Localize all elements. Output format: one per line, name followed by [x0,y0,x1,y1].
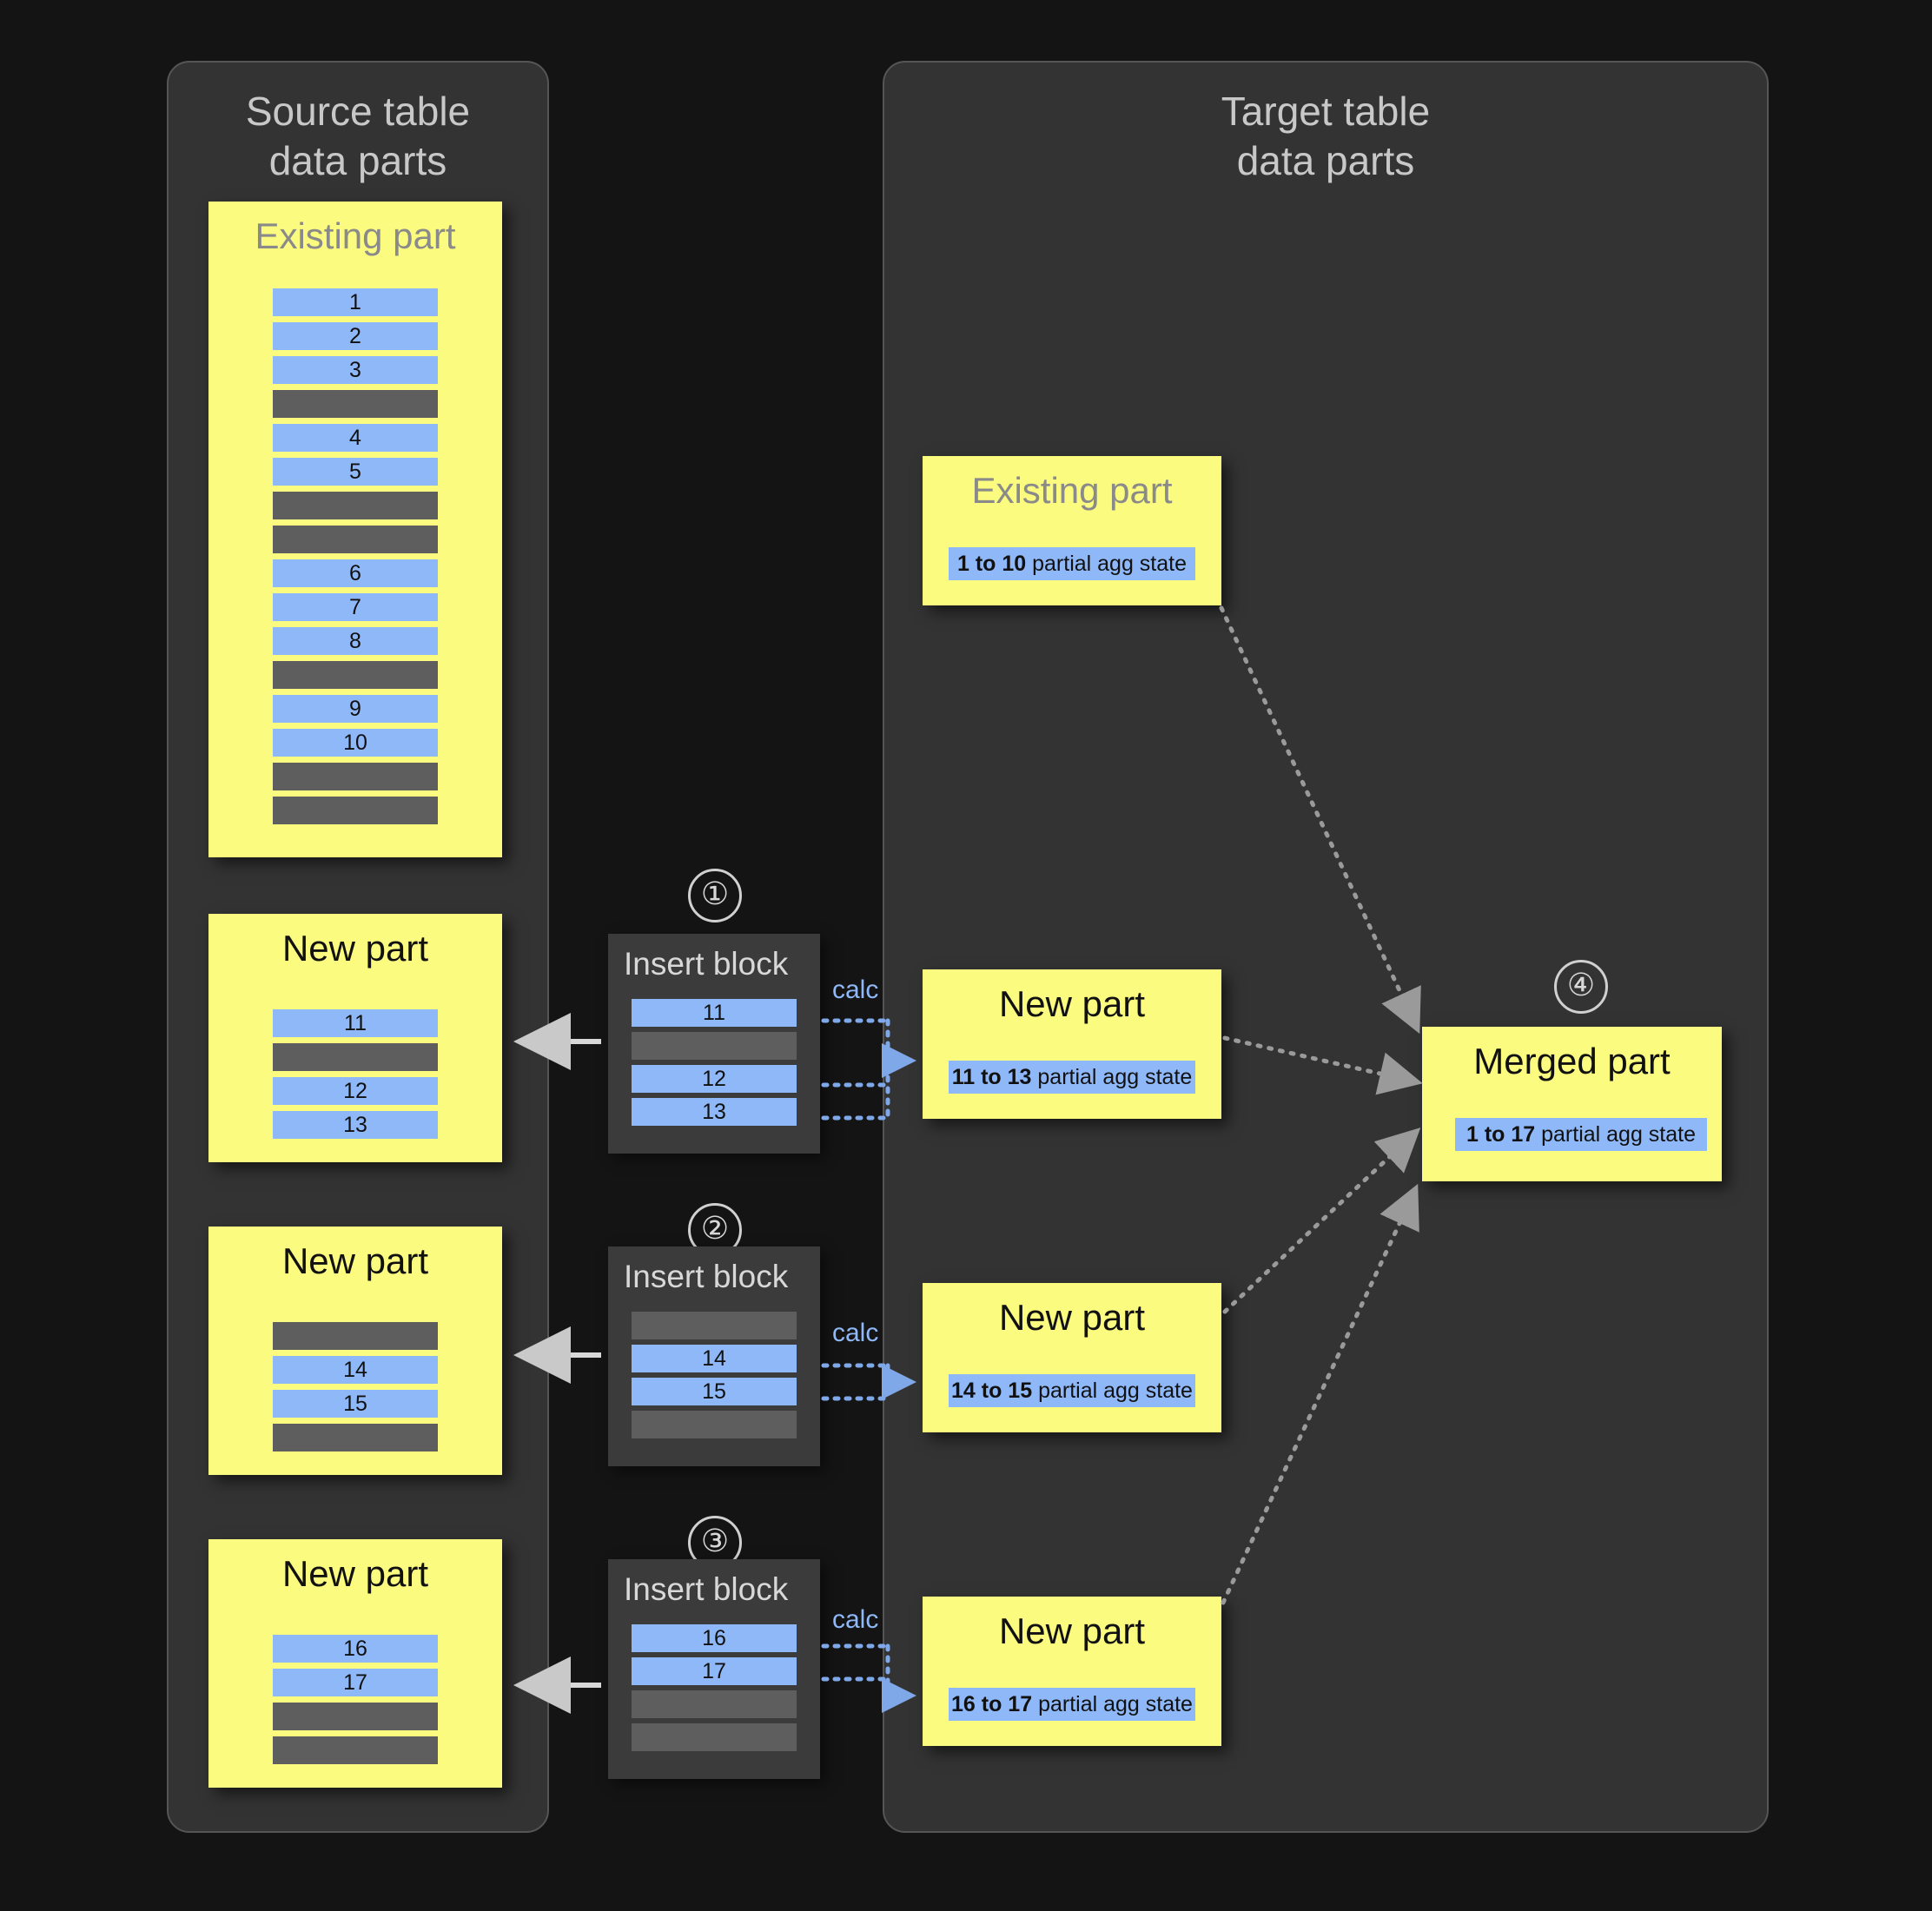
insert-block-1-row [632,1032,797,1060]
existing-part-row: 6 [273,559,438,587]
existing-part-row [273,526,438,553]
target-new-part-1-title: New part [998,983,1146,1024]
insert-block-2-row: 15 [632,1378,797,1405]
existing-part-row [273,797,438,824]
new-part-1-row: 13 [273,1111,438,1139]
target-existing-part-agg: 1 to 10 partial agg state [949,547,1195,580]
new-part-2-row [273,1322,438,1350]
agg-range: 14 to 15 [951,1379,1033,1403]
insert-block-1-title: Insert block [624,946,789,982]
agg-range: 11 to 13 [951,1065,1032,1089]
target-new-part-3: New part 16 to 17 partial agg state [923,1597,1221,1746]
agg-range: 16 to 17 [951,1692,1033,1716]
calc-label-3: calc [832,1605,879,1634]
existing-part-row [273,390,438,418]
insert-block-3-row: 17 [632,1657,797,1685]
new-part-2-row: 14 [273,1356,438,1384]
new-part-2-row [273,1424,438,1451]
agg-suffix: partial agg state [1535,1122,1697,1147]
step-1-badge: ① [688,869,742,922]
agg-range: 1 to 17 [1466,1122,1536,1147]
existing-part-row: 3 [273,356,438,384]
new-part-1-row [273,1043,438,1071]
agg-range: 1 to 10 [956,552,1027,576]
step-4-badge: ④ [1554,960,1608,1014]
calc-label-1: calc [832,975,879,1004]
step-2-badge: ② [688,1203,742,1257]
new-part-3-row [273,1703,438,1730]
calc-connector-1 [821,1018,890,1121]
new-part-3-row [273,1736,438,1764]
insert-block-1-rows: 11 12 13 [608,999,820,1131]
source-new-part-1-rows: 11 12 13 [208,1009,502,1145]
target-panel-title: Target table data parts [1221,89,1431,183]
new-part-3-row: 17 [273,1669,438,1696]
existing-part-row: 10 [273,729,438,757]
calc-connector-3 [821,1643,890,1698]
existing-part-row [273,763,438,790]
merged-part-agg: 1 to 17 partial agg state [1455,1118,1707,1151]
target-new-part-2-agg: 14 to 15 partial agg state [949,1374,1195,1407]
target-new-part-3-agg: 16 to 17 partial agg state [949,1688,1195,1721]
target-table-panel: Target table data parts [883,61,1769,1833]
new-part-3-row: 16 [273,1635,438,1663]
target-existing-part-title: Existing part [971,470,1173,511]
agg-suffix: partial agg state [1032,1692,1193,1716]
existing-part-row: 5 [273,458,438,486]
source-new-part-2-title: New part [281,1240,429,1281]
existing-part-row: 8 [273,627,438,655]
existing-part-row: 1 [273,288,438,316]
calc-label-2: calc [832,1319,879,1347]
target-new-part-2-title: New part [998,1297,1146,1338]
existing-part-row: 2 [273,322,438,350]
insert-block-1-row: 11 [632,999,797,1027]
insert-block-1: Insert block 11 12 13 [608,934,820,1154]
target-new-part-1-agg: 11 to 13 partial agg state [949,1061,1195,1094]
insert-block-3-row [632,1723,797,1751]
existing-part-row: 4 [273,424,438,452]
insert-block-3-title: Insert block [624,1571,789,1607]
insert-block-2-row [632,1411,797,1438]
new-part-2-row: 15 [273,1390,438,1418]
target-new-part-1: New part 11 to 13 partial agg state [923,969,1221,1119]
existing-part-row: 9 [273,695,438,723]
source-new-part-3-title: New part [281,1553,429,1594]
existing-part-row [273,661,438,689]
insert-block-2-row [632,1312,797,1339]
insert-block-1-row: 12 [632,1065,797,1093]
target-new-part-3-title: New part [998,1610,1146,1651]
insert-block-3-row [632,1690,797,1718]
existing-part-row [273,492,438,519]
existing-part-row: 7 [273,593,438,621]
target-existing-part: Existing part 1 to 10 partial agg state [923,456,1221,605]
source-new-part-1: New part 11 12 13 [208,914,502,1162]
agg-suffix: partial agg state [1032,1379,1193,1403]
calc-connector-2 [821,1363,890,1401]
new-part-1-row: 11 [273,1009,438,1037]
source-panel-title: Source table data parts [245,89,471,183]
agg-suffix: partial agg state [1031,1065,1193,1089]
new-part-1-row: 12 [273,1077,438,1105]
insert-block-2-title: Insert block [624,1259,789,1294]
merged-part: Merged part 1 to 17 partial agg state [1422,1027,1722,1181]
source-new-part-1-title: New part [281,928,429,969]
source-existing-part: Existing part 1 2 3 4 5 6 7 8 9 10 [208,202,502,857]
agg-suffix: partial agg state [1026,552,1188,576]
target-new-part-2: New part 14 to 15 partial agg state [923,1283,1221,1432]
source-existing-part-title: Existing part [255,215,456,256]
source-existing-part-rows: 1 2 3 4 5 6 7 8 9 10 [208,288,502,830]
merged-part-title: Merged part [1473,1041,1671,1081]
insert-block-3-row: 16 [632,1624,797,1652]
insert-block-2-row: 14 [632,1345,797,1372]
insert-block-1-row: 13 [632,1098,797,1126]
